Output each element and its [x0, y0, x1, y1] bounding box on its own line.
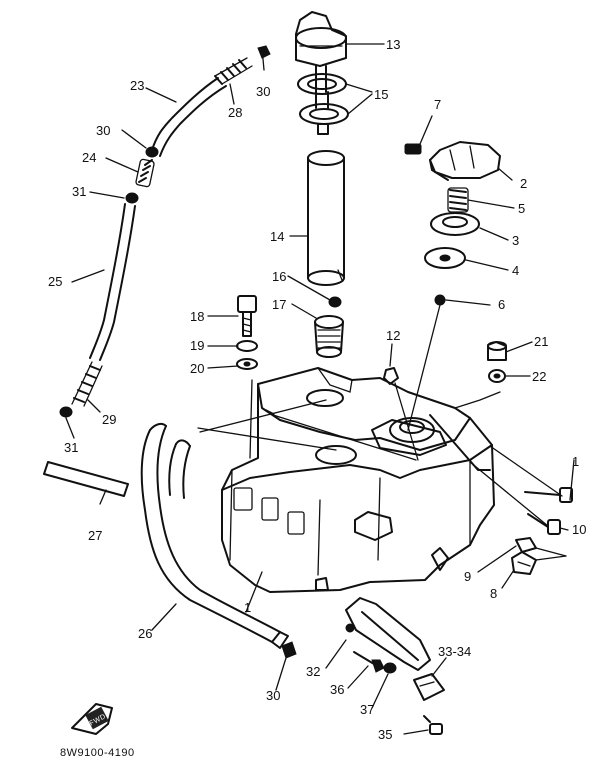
fuel-tank — [221, 367, 495, 593]
hose-26 — [140, 429, 273, 643]
label-23: 23 — [130, 78, 144, 93]
drain-hose-27 — [43, 461, 129, 497]
label-3: 3 — [512, 233, 519, 248]
cap-gasket — [430, 212, 480, 236]
label-24: 24 — [82, 150, 96, 165]
label-6: 6 — [498, 297, 505, 312]
pump-gaskets — [297, 73, 349, 135]
bolt-10 — [527, 513, 561, 535]
label-30-left: 30 — [96, 123, 110, 138]
label-26: 26 — [138, 626, 152, 641]
label-18: 18 — [190, 309, 204, 324]
spring — [447, 187, 469, 213]
label-32: 32 — [306, 664, 320, 679]
label-28: 28 — [228, 105, 242, 120]
label-30-bottom: 30 — [266, 688, 280, 703]
bolt-35 — [423, 715, 443, 735]
washer-19 — [236, 340, 258, 352]
label-8: 8 — [490, 586, 497, 601]
label-35: 35 — [378, 727, 392, 742]
bolt-11 — [524, 487, 573, 503]
label-27: 27 — [88, 528, 102, 543]
label-19: 19 — [190, 338, 204, 353]
diagram-code: 8W9100-4190 — [60, 747, 135, 759]
clamp-31-upper — [125, 192, 139, 204]
label-21: 21 — [534, 334, 548, 349]
label-13: 13 — [386, 37, 400, 52]
grommet-21 — [487, 341, 507, 361]
spring-28 — [214, 57, 253, 85]
bolt-18 — [237, 295, 257, 337]
leader-lines — [65, 43, 575, 735]
forward-arrow-logo: FWD — [71, 703, 113, 735]
bolt-36 — [353, 651, 375, 665]
label-7: 7 — [434, 97, 441, 112]
part-labels: 13 15 7 2 5 3 4 6 30 28 23 30 24 31 25 2… — [48, 37, 586, 742]
label-1-right: 1 — [572, 454, 579, 469]
washer-20 — [236, 358, 258, 370]
joint-24 — [135, 158, 155, 188]
label-30-top: 30 — [256, 84, 270, 99]
label-33-34: 33-34 — [438, 644, 471, 659]
hose-25 — [89, 203, 126, 359]
label-22: 22 — [532, 369, 546, 384]
clamp-30-bottom — [281, 641, 297, 659]
label-5: 5 — [518, 201, 525, 216]
label-31-upper: 31 — [72, 184, 86, 199]
washer-4 — [424, 247, 466, 269]
label-16: 16 — [272, 269, 286, 284]
cushion-9 — [515, 537, 537, 553]
label-2: 2 — [520, 176, 527, 191]
label-37: 37 — [360, 702, 374, 717]
cushion-8 — [511, 551, 537, 575]
label-12: 12 — [386, 328, 400, 343]
label-10: 10 — [572, 522, 586, 537]
label-17: 17 — [272, 297, 286, 312]
label-20: 20 — [190, 361, 204, 376]
bracket-32 — [345, 597, 431, 671]
spring-29 — [71, 361, 103, 407]
strainer — [314, 315, 344, 358]
grommet-22 — [488, 369, 506, 383]
clamp-30-top — [257, 45, 271, 59]
label-36: 36 — [330, 682, 344, 697]
screw-7 — [404, 143, 422, 155]
label-31-lower: 31 — [64, 440, 78, 455]
clamp-30-left — [145, 146, 159, 158]
filler-tube — [307, 150, 345, 286]
fuel-cap — [404, 141, 501, 181]
washer-37 — [383, 662, 397, 674]
nut-6 — [434, 294, 446, 306]
label-29: 29 — [102, 412, 116, 427]
breather-hose-23 — [151, 77, 219, 151]
clip-12 — [383, 367, 399, 385]
label-4: 4 — [512, 263, 519, 278]
label-9: 9 — [464, 569, 471, 584]
label-14: 14 — [270, 229, 284, 244]
label-15: 15 — [374, 87, 388, 102]
label-1: 1 — [244, 600, 251, 615]
bracket-33-34 — [413, 673, 445, 701]
label-25: 25 — [48, 274, 62, 289]
clamp-31-lower — [59, 406, 73, 418]
clip-16 — [328, 296, 342, 308]
